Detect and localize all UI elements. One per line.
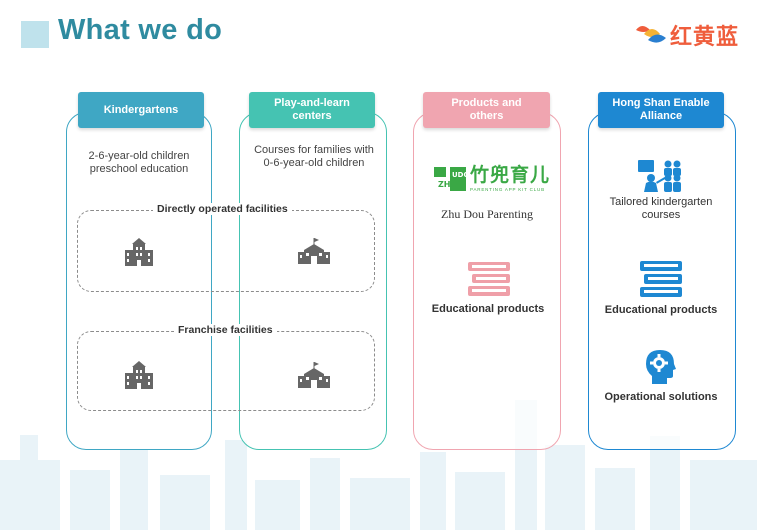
alliance-educational-label: Educational products xyxy=(604,304,718,316)
page-title: What we do xyxy=(58,14,223,46)
teacher-icon xyxy=(638,160,681,192)
zhudou-logo-text: 竹兜育儿 xyxy=(470,164,551,186)
books-icon xyxy=(468,262,510,296)
svg-text:ZH: ZH xyxy=(438,180,451,189)
direct-facilities-box xyxy=(77,210,375,292)
play-and-learn-description: Courses for families with 0-6-year-old c… xyxy=(254,144,374,169)
alliance-operational-label: Operational solutions xyxy=(604,391,718,403)
alliance-label: Hong Shan Enable Alliance xyxy=(598,92,724,128)
zhudou-tagline: PARENTING APP KIT CLUB xyxy=(470,187,545,192)
alliance-tailored-courses-label: Tailored kindergarten courses xyxy=(609,196,713,221)
title-accent-square xyxy=(21,21,49,48)
products-educational-label: Educational products xyxy=(431,303,545,315)
franchise-facilities-label: Franchise facilities xyxy=(174,324,277,336)
franchise-facilities-box xyxy=(77,331,375,411)
play-and-learn-label: Play-and-learn centers xyxy=(249,92,375,128)
building-icon xyxy=(125,361,153,389)
school-icon xyxy=(298,362,330,388)
zhudou-brand-name: Zhu Dou Parenting xyxy=(441,207,533,221)
kindergartens-description: 2-6-year-old children preschool educatio… xyxy=(88,150,190,175)
zhudou-logo-icon: ZH UDO xyxy=(432,163,468,193)
company-logo-text: 红黄蓝 xyxy=(670,25,740,50)
svg-text:UDO: UDO xyxy=(452,171,468,179)
direct-facilities-label: Directly operated facilities xyxy=(153,203,292,215)
building-icon xyxy=(125,238,153,266)
skyline-background xyxy=(0,400,757,530)
books-icon xyxy=(640,261,682,297)
kindergartens-label: Kindergartens xyxy=(78,92,204,128)
school-icon xyxy=(298,238,330,264)
company-logo-icon xyxy=(636,26,666,43)
products-label: Products and others xyxy=(423,92,550,128)
gear-head-icon xyxy=(646,350,676,384)
